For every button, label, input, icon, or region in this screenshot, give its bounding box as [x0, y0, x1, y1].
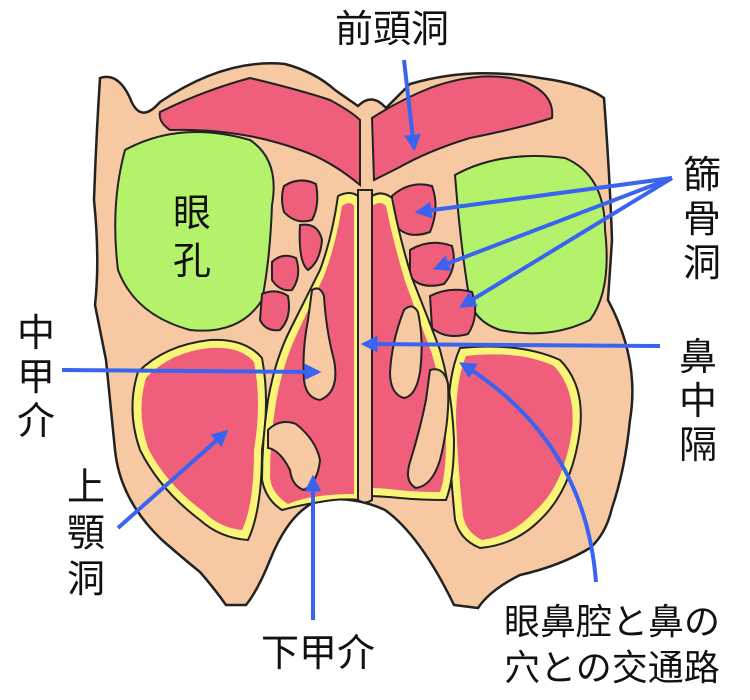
label-orbit: 眼孔 — [173, 191, 211, 283]
arrow-middle-turbinate — [61, 363, 322, 381]
orbit-right — [453, 155, 608, 335]
arrow-ostium — [459, 362, 598, 583]
frontal-sinus-right — [370, 75, 554, 182]
label-maxillary-sinus-group: 上顎洞 — [67, 465, 105, 601]
label-inferior-turbinate: 下甲介 — [261, 631, 375, 675]
arrow-nasal-septum — [360, 335, 661, 353]
ethmoid-cell-left-1 — [281, 179, 319, 223]
arrow-ethmoid-1 — [414, 176, 673, 219]
label-maxillary-sinus: 上顎洞 — [67, 465, 105, 601]
arrow-ethmoid-3 — [459, 176, 674, 308]
label-ethmoid-sinus: 篩骨洞 — [683, 153, 721, 285]
arrow-maxillary-sinus — [116, 429, 229, 530]
label-middle-turbinate-group: 中甲介 — [17, 311, 55, 443]
frontal-sinus-left — [158, 76, 361, 188]
ethmoid-cell-left-2 — [271, 254, 300, 292]
label-nasal-septum: 鼻中隔 — [679, 335, 717, 467]
arrow-frontal-sinus — [402, 59, 421, 152]
ethmoid-cell-left-3 — [298, 223, 324, 272]
inferior-turbinate-right — [407, 368, 450, 490]
label-nasal-septum-group: 鼻中隔 — [679, 335, 717, 467]
ethmoid-cell-right-3 — [428, 288, 477, 337]
nasal-septum — [357, 189, 373, 504]
ethmoid-cell-right-2 — [409, 241, 455, 287]
label-orbit-group: 眼孔 — [173, 191, 211, 283]
maxillary-sinus-left — [141, 347, 258, 530]
label-ostium-line1: 眼鼻腔と鼻の — [504, 602, 720, 643]
label-ethmoid-sinus-group: 篩骨洞 — [683, 153, 721, 285]
ethmoid-cell-left-4 — [258, 290, 290, 332]
middle-turbinate-right — [388, 305, 423, 400]
label-ostium-line2: 穴との交通路 — [504, 648, 720, 689]
label-middle-turbinate: 中甲介 — [17, 311, 55, 443]
label-frontal-sinus: 前頭洞 — [335, 7, 449, 51]
maxillary-sinus-right — [456, 354, 573, 540]
arrow-ethmoid-2 — [432, 176, 673, 272]
